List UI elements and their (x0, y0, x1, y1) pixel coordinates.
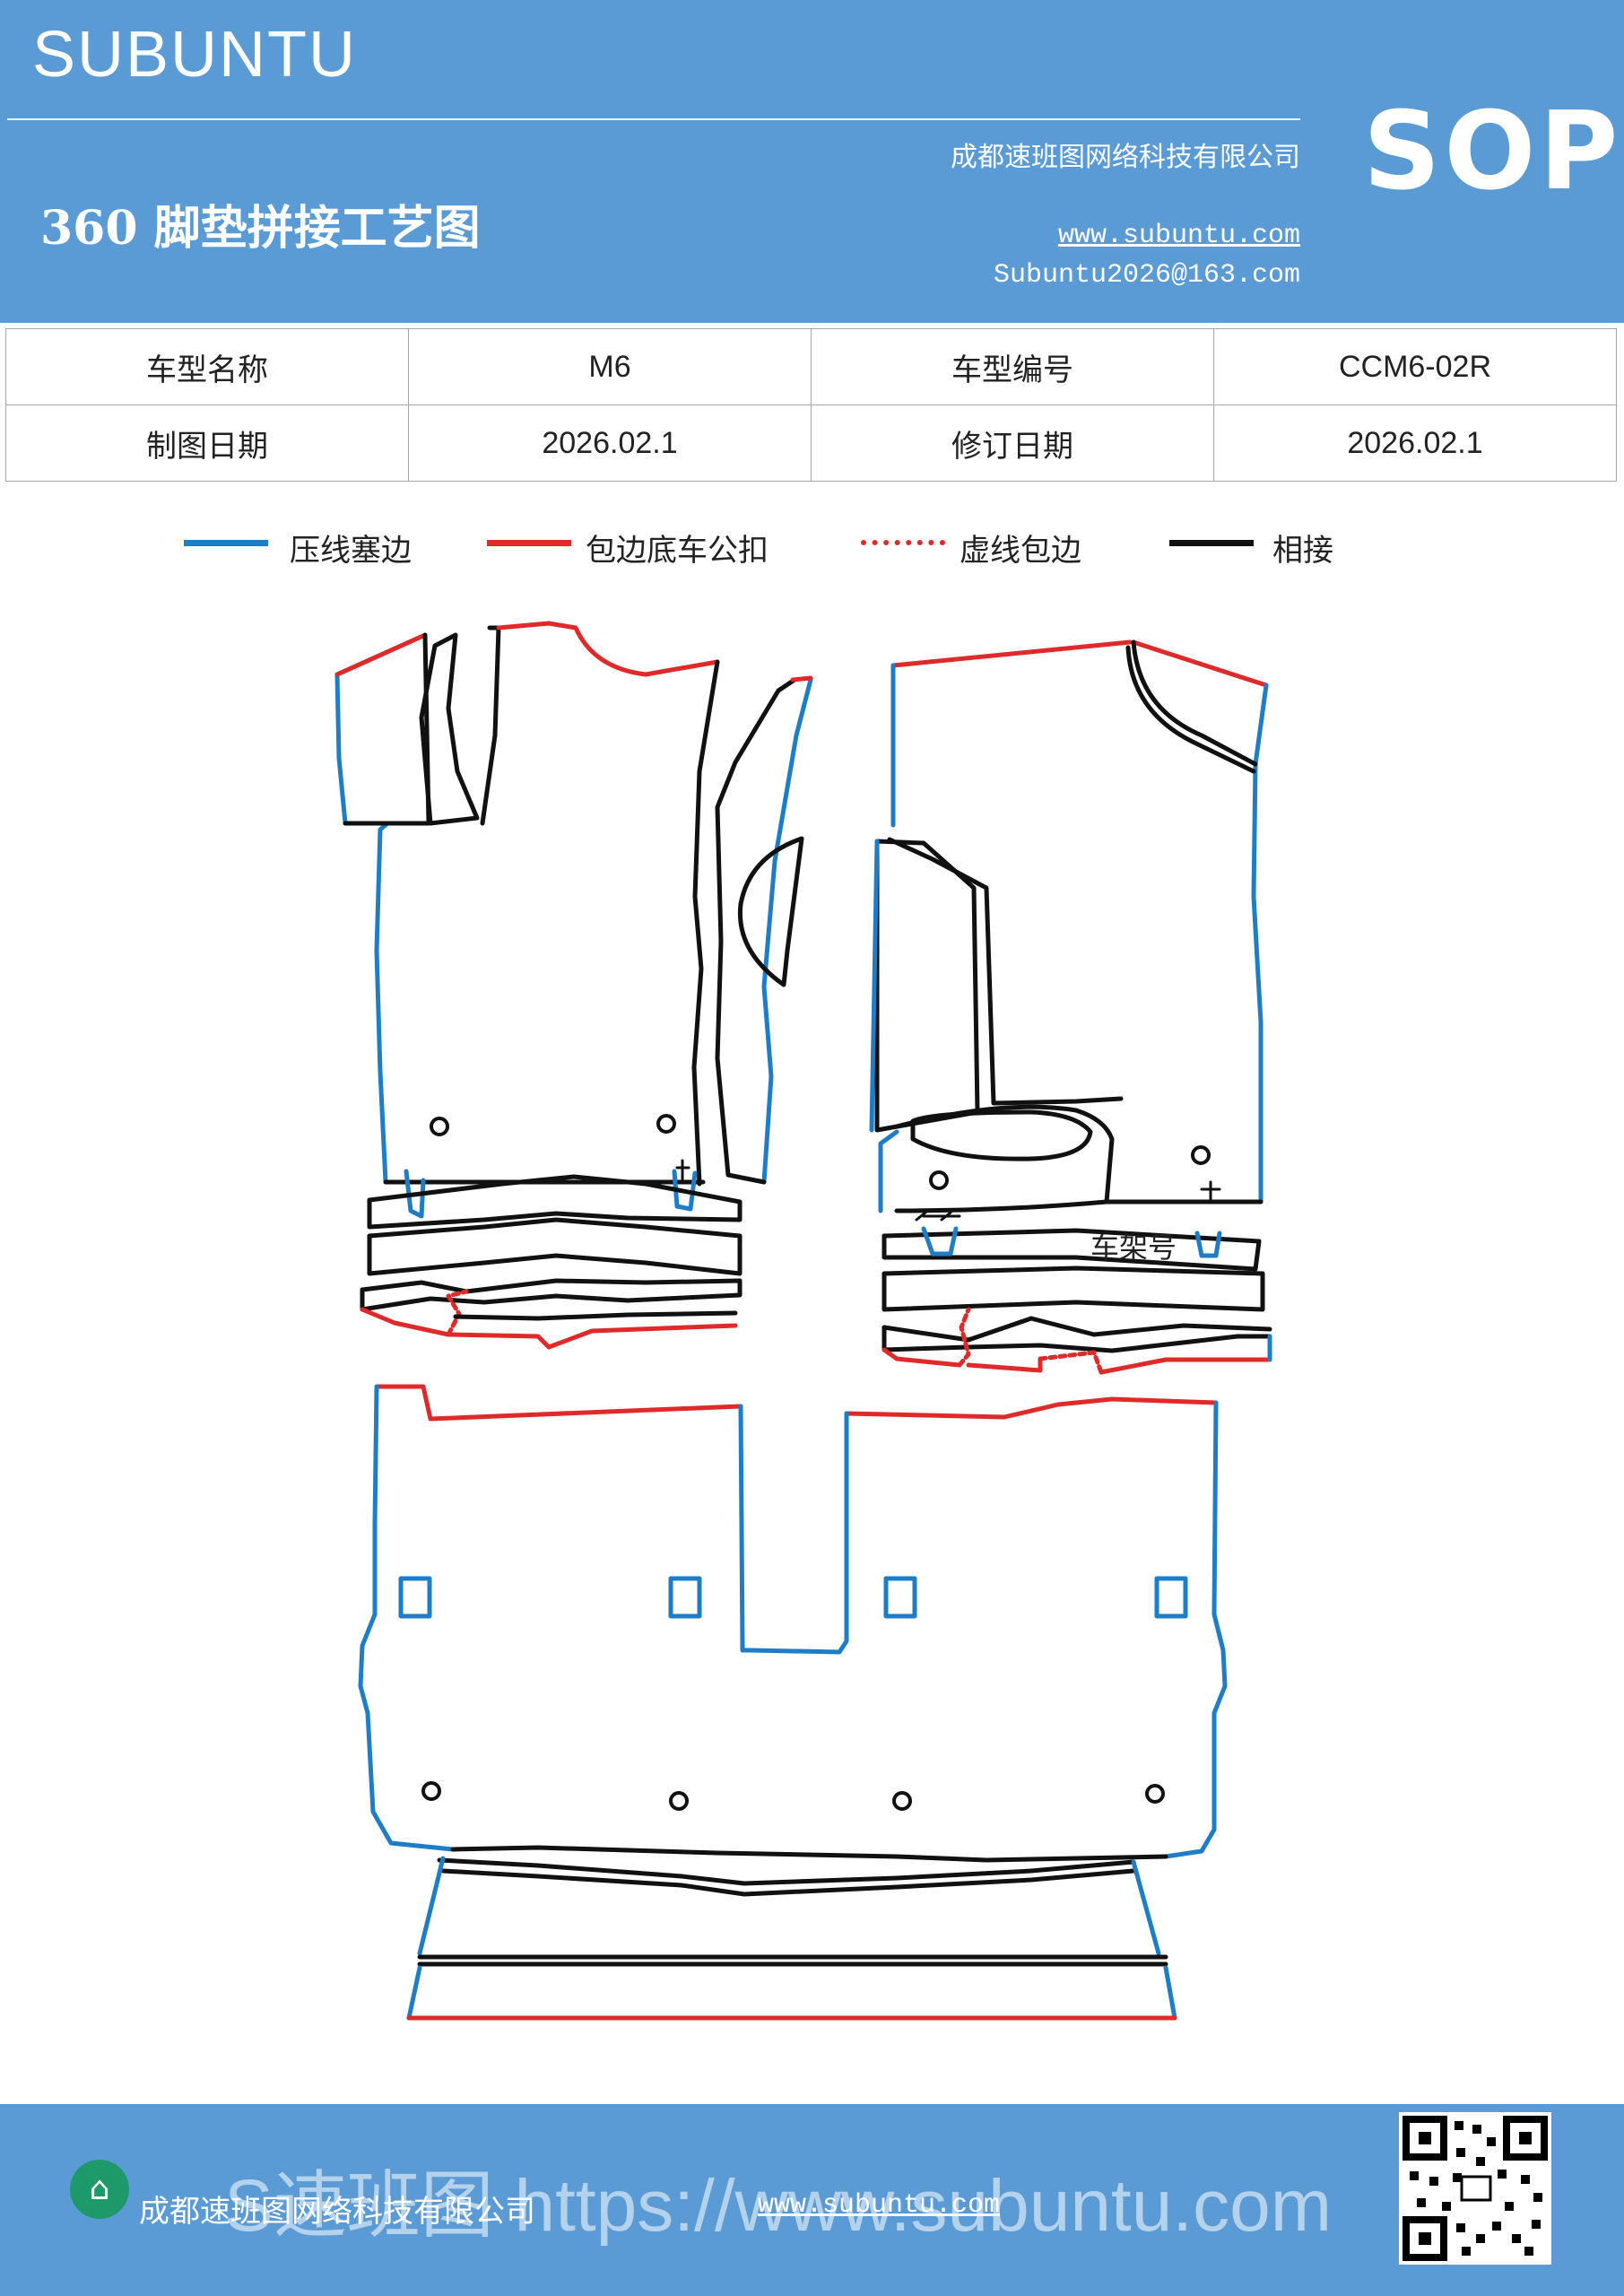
legend-label: 虚线包边 (960, 533, 1081, 569)
frame-number-label: 车架号 (1090, 1231, 1177, 1265)
watermark-text: S速班图 https://www.subuntu.com (224, 2165, 1333, 2247)
table-cell: M6 (408, 328, 812, 405)
right-front-mat (869, 639, 1269, 1222)
table-cell: 车型编号 (811, 328, 1214, 405)
email-address: Subuntu2026@163.com (993, 260, 1300, 291)
page-title: 360 脚垫拼接工艺图 (40, 201, 481, 256)
legend-swatch-red-dotted (861, 540, 945, 545)
vehicle-info-table: 车型名称 M6 车型编号 CCM6-02R 制图日期 2026.02.1 修订日… (5, 328, 1617, 482)
sop-label: SOP (1363, 90, 1622, 214)
table-cell: CCM6-02R (1213, 328, 1617, 405)
table-cell: 2026.02.1 (408, 404, 812, 482)
legend-swatch-blue (184, 540, 268, 546)
legend-swatch-red (487, 540, 571, 546)
left-front-strips (360, 1174, 743, 1350)
table-row: 车型名称 M6 车型编号 CCM6-02R (5, 328, 1617, 405)
header-banner (0, 0, 1624, 323)
legend-label: 包边底车公扣 (586, 533, 769, 569)
left-front-mat (334, 621, 813, 1219)
rear-strips (406, 1856, 1177, 2021)
table-row: 制图日期 2026.02.1 修订日期 2026.02.1 (5, 404, 1617, 482)
legend-swatch-black (1169, 540, 1254, 546)
website-link[interactable]: www.subuntu.com (1057, 221, 1300, 251)
header-divider (7, 118, 1300, 120)
table-cell: 2026.02.1 (1213, 404, 1617, 482)
table-cell: 车型名称 (5, 328, 409, 405)
qr-code-icon (1399, 2112, 1551, 2265)
footer-banner (0, 2104, 1624, 2296)
brand-logo-text: SUBUNTU (32, 19, 358, 91)
footer-company-name: 成都速班图网络科技有限公司 (139, 2194, 535, 2230)
building-icon: ⌂ (70, 2160, 129, 2219)
right-front-strips (881, 1226, 1272, 1375)
table-cell: 修订日期 (811, 404, 1214, 482)
legend-label: 压线塞边 (290, 533, 412, 569)
table-cell: 制图日期 (5, 404, 409, 482)
legend-label: 相接 (1272, 533, 1333, 569)
rear-mat (358, 1384, 1228, 1863)
company-name: 成都速班图网络科技有限公司 (951, 142, 1300, 173)
footer-website-link[interactable]: www.subuntu.com (758, 2190, 1001, 2221)
